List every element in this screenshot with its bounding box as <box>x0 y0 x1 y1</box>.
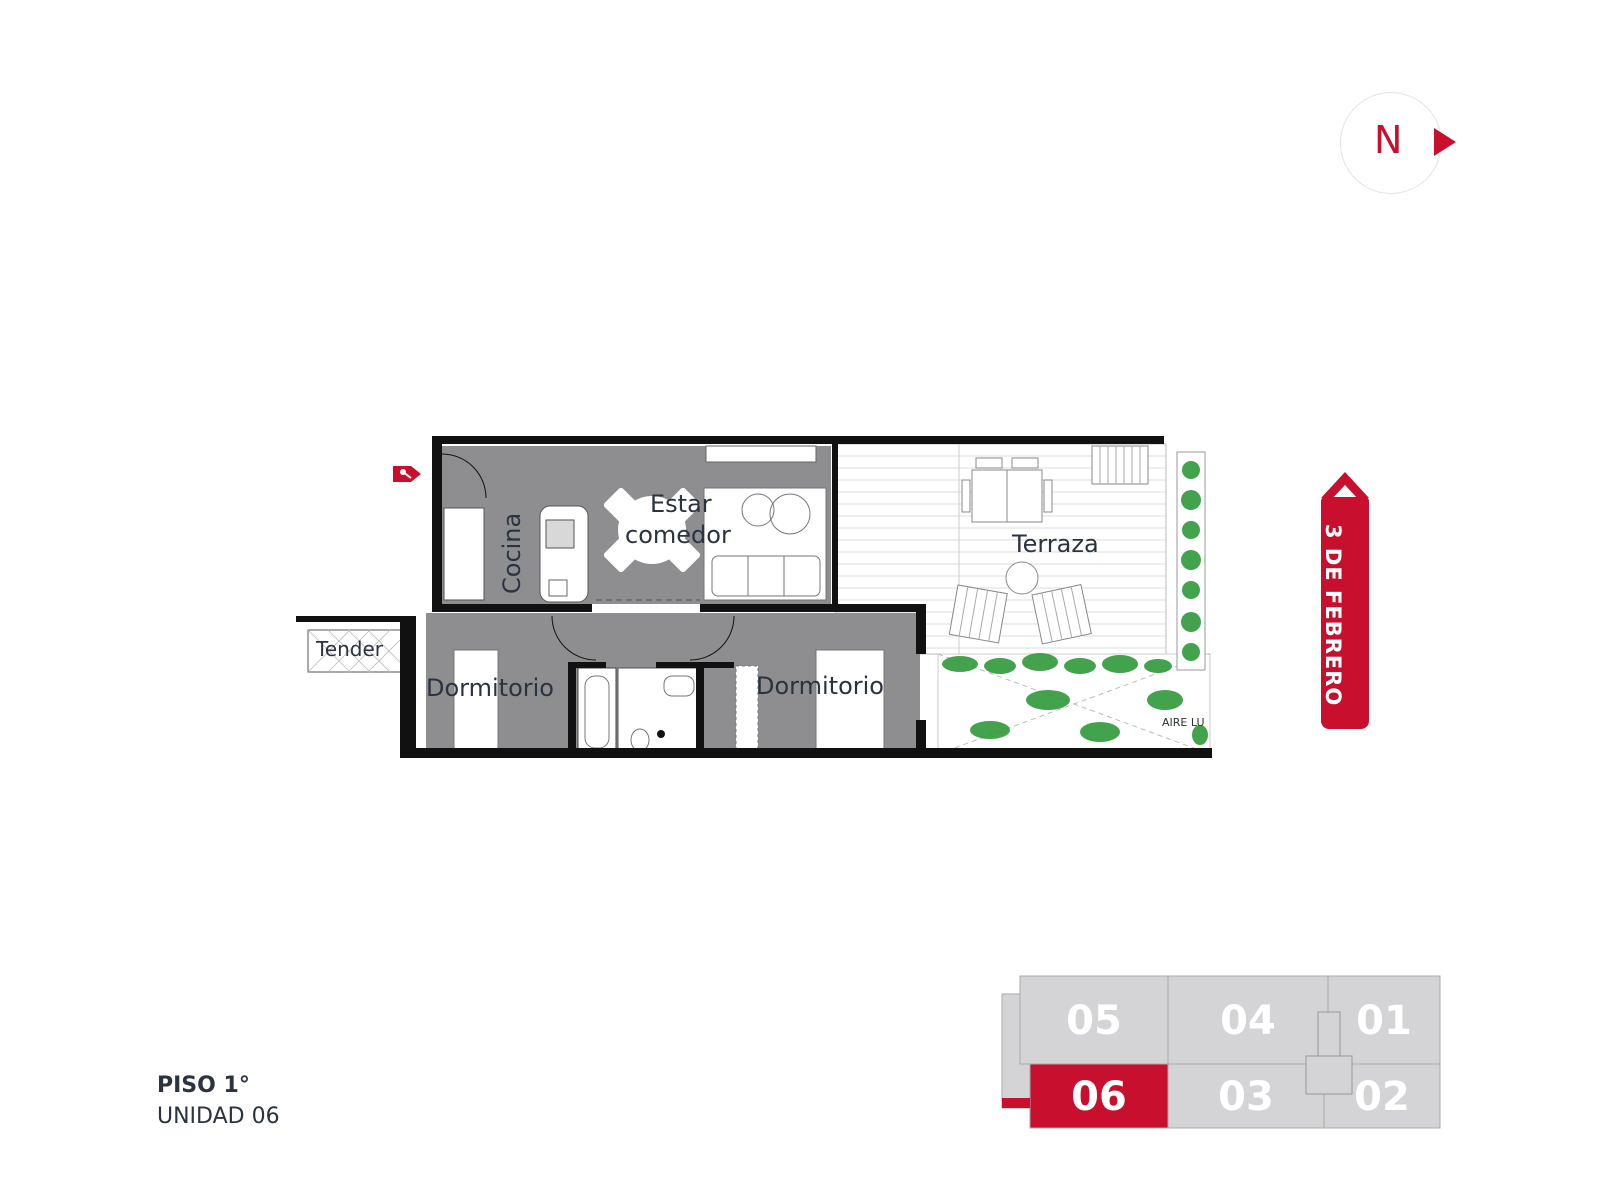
unit-cell-label-06: 06 <box>1071 1074 1127 1120</box>
street-label-badge <box>1321 497 1369 729</box>
room-label-living-1: Estar <box>650 490 712 518</box>
bathroom-fixtures <box>577 667 699 755</box>
living-fixtures <box>603 445 827 601</box>
unit-cell-label-01: 01 <box>1356 998 1412 1044</box>
room-label-laundry: Tender <box>315 637 384 661</box>
unit-cells: 05 04 01 06 03 02 <box>1002 975 1441 1129</box>
unit-cell-label-05: 05 <box>1066 998 1122 1044</box>
floor-title: PISO 1° <box>157 1073 250 1098</box>
bedroom-fixtures <box>453 649 885 753</box>
unit-cell-label-04: 04 <box>1220 998 1276 1044</box>
unit-cell-02[interactable] <box>1323 1063 1441 1129</box>
compass <box>1340 92 1442 194</box>
room-label-bedroom-left: Dormitorio <box>426 674 554 702</box>
laundry-area <box>307 629 407 673</box>
compass-arrow-icon <box>1434 128 1456 156</box>
compass-north-letter: N <box>1374 118 1403 162</box>
unit-cell-label-02: 02 <box>1354 1074 1410 1120</box>
walls <box>296 436 1212 758</box>
street-arrow-inner-icon <box>1331 485 1359 500</box>
room-label-terrace: Terraza <box>1011 530 1099 558</box>
core-shape <box>1305 1011 1353 1095</box>
room-label-living-2: comedor <box>625 521 731 549</box>
doors <box>441 453 735 661</box>
unit-title: UNIDAD 06 <box>157 1104 280 1129</box>
room-label-air-light: AIRE LU <box>1162 716 1205 729</box>
unit-cell-label-03: 03 <box>1218 1074 1274 1120</box>
room-label-bedroom-right: Dormitorio <box>756 672 884 700</box>
active-unit-marker <box>1002 1098 1030 1108</box>
key-tag-icon <box>393 466 421 482</box>
kitchen-fixtures <box>443 505 589 603</box>
unit-cell-04[interactable] <box>1167 975 1329 1065</box>
room-label-kitchen: Cocina <box>498 513 526 594</box>
unit-cell-06[interactable] <box>1029 1063 1169 1129</box>
unit-cell-03[interactable] <box>1167 1063 1325 1129</box>
